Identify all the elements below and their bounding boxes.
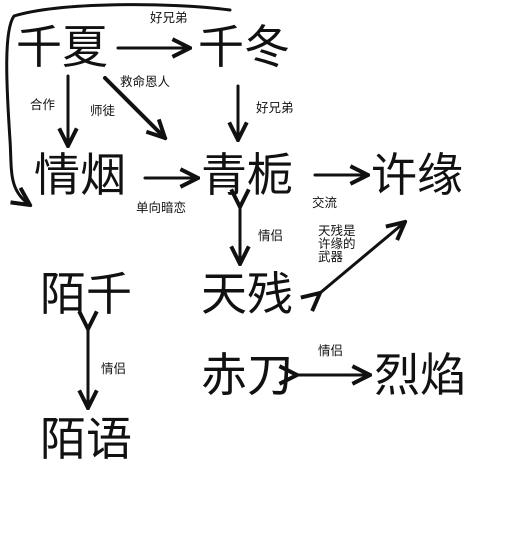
edge-label-moqian-moyu: 情侣 bbox=[101, 361, 127, 376]
edge-label-qingzhi-tiancan: 情侣 bbox=[258, 228, 284, 243]
node-qingzhi: 青栀 bbox=[201, 148, 293, 202]
loop-arrow-qianxia-qingyan bbox=[5, 3, 232, 205]
node-qingyan: 情烟 bbox=[34, 148, 126, 202]
edge-label-qianxia-qingyan-a: 合作 bbox=[30, 97, 56, 112]
arrow-tiancan-xuyuan bbox=[320, 222, 405, 293]
edge-label-qingzhi-xuyuan: 交流 bbox=[312, 195, 338, 210]
edge-label-qingyan-qingzhi: 单向暗恋 bbox=[136, 200, 187, 215]
edge-label-qiandong-qingzhi: 好兄弟 bbox=[256, 100, 294, 115]
node-moqian: 陌千 bbox=[40, 267, 132, 321]
edge-label-loop-top: 好兄弟 bbox=[150, 10, 188, 25]
node-lieyan: 烈焰 bbox=[374, 348, 466, 402]
arrow-qianxia-qingzhi bbox=[103, 76, 165, 138]
node-xuyuan: 许缘 bbox=[371, 148, 463, 202]
node-moyu: 陌语 bbox=[40, 412, 132, 466]
node-qiandong: 千冬 bbox=[198, 20, 290, 74]
node-chidao: 赤刀 bbox=[201, 348, 293, 402]
edge-label-tiancan-xuyuan: 天残是 许缘的 武器 bbox=[318, 223, 356, 265]
edge-label-qianxia-qingzhi: 救命恩人 bbox=[120, 74, 171, 89]
node-qianxia: 千夏 bbox=[16, 20, 108, 74]
node-tiancan: 天残 bbox=[201, 267, 293, 321]
edge-label-chidao-lieyan: 情侣 bbox=[318, 343, 344, 358]
edge-label-qianxia-qingyan-b: 师徒 bbox=[90, 103, 116, 118]
